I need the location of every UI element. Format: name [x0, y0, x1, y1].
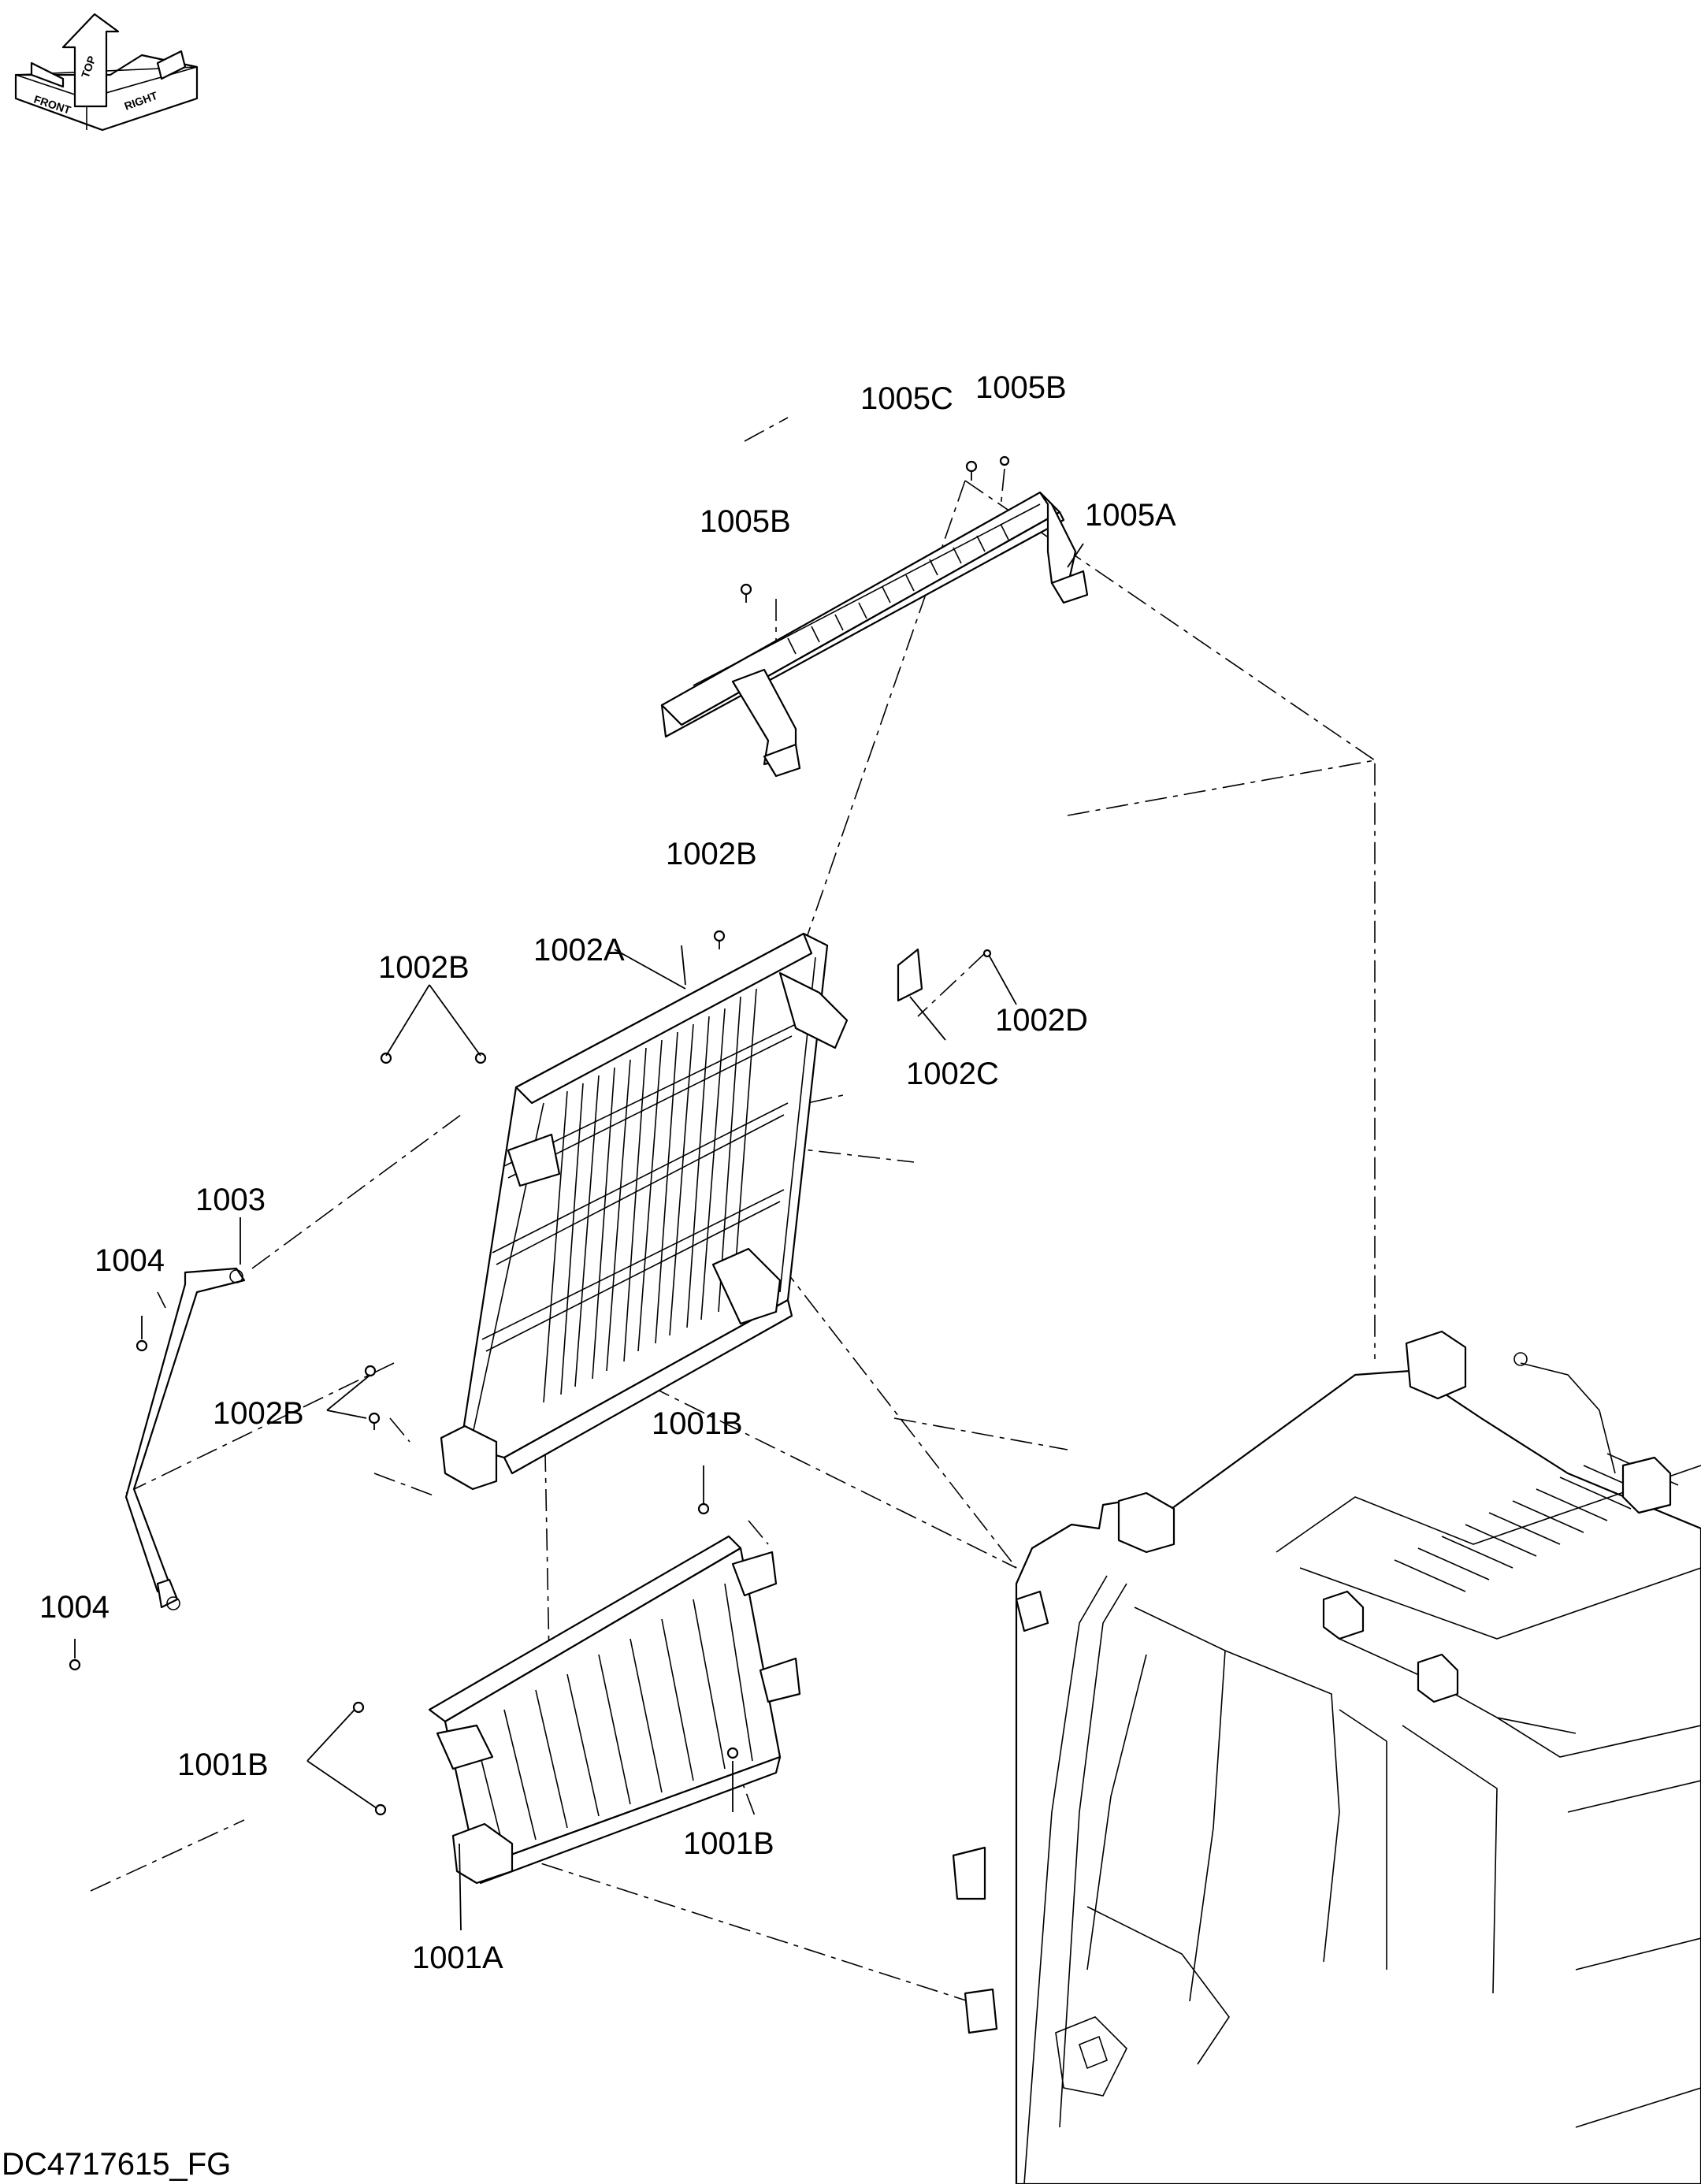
- callout-1001B-right: 1001B: [683, 1826, 774, 1861]
- drawing-code: DC4717615_FG: [2, 2147, 231, 2182]
- callout-1005A: 1005A: [1085, 498, 1176, 533]
- bolt-1002B-a: [380, 1052, 392, 1064]
- callout-1002A: 1002A: [533, 933, 625, 968]
- leader-lines: [74, 543, 1084, 1931]
- bolt-1001B-right: [726, 1747, 739, 1759]
- bolt-1004-top: [136, 1339, 148, 1352]
- bolt-1002B-b: [474, 1052, 487, 1064]
- callout-1002B-left: 1002B: [378, 950, 470, 985]
- bolt-1005B-left: [740, 583, 752, 603]
- guard-1001A: [428, 1535, 801, 1885]
- callout-1002B-lower: 1002B: [213, 1396, 304, 1431]
- bolt-1001B-top: [697, 1502, 710, 1515]
- handrail-1003: [124, 1267, 246, 1610]
- bolt-1002B-top: [713, 930, 726, 949]
- callout-1003: 1003: [195, 1183, 266, 1217]
- bolt-1001B-a: [352, 1701, 365, 1714]
- bolt-1005B-top: [999, 455, 1010, 466]
- decal-1002C: [897, 948, 923, 1002]
- bolt-1001B-b: [374, 1803, 387, 1816]
- callout-1002D: 1002D: [995, 1003, 1088, 1038]
- callout-1002B-top: 1002B: [666, 837, 757, 871]
- callout-1005C: 1005C: [860, 381, 953, 416]
- callout-1001B-top: 1001B: [652, 1406, 743, 1441]
- guard-1005A: [660, 491, 1089, 778]
- callout-1004-top: 1004: [95, 1243, 165, 1278]
- bolts: [69, 455, 1010, 1816]
- callout-1004-bottom: 1004: [39, 1590, 110, 1625]
- bolt-1004-bottom: [69, 1658, 81, 1671]
- bolt-1002B-c: [364, 1365, 377, 1377]
- callout-1002C: 1002C: [906, 1057, 999, 1091]
- callouts: 1005C 1005B 1005B 1005A 1002B 1002A 1002…: [39, 370, 1176, 1975]
- orientation-icon: TOP FRONT RIGHT: [14, 13, 199, 132]
- guard-1002A: [440, 932, 849, 1491]
- callout-1005B-top: 1005B: [975, 370, 1067, 405]
- bolt-1002B-d: [368, 1412, 381, 1430]
- cab-outline: [952, 1330, 1701, 2184]
- bolt-1005C: [965, 460, 978, 481]
- callout-1001B-left: 1001B: [177, 1748, 269, 1782]
- callout-1001A: 1001A: [412, 1941, 503, 1975]
- callout-1005B-left: 1005B: [700, 504, 791, 539]
